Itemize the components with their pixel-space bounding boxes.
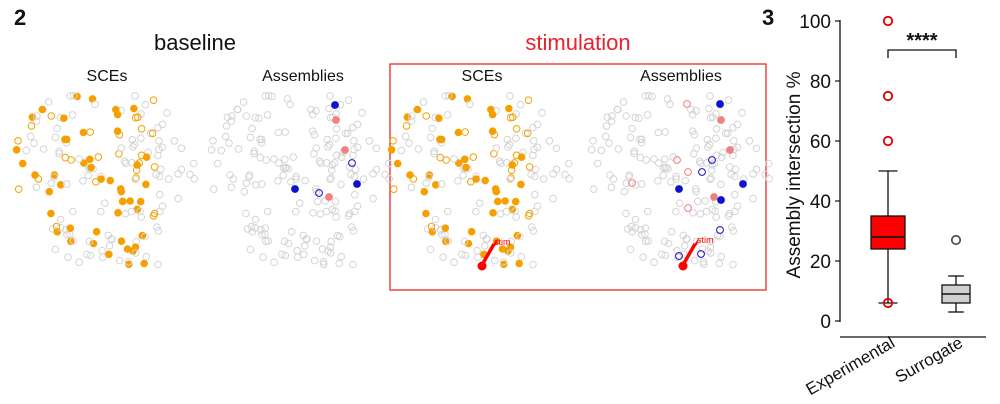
baseline-title: baseline (154, 30, 236, 55)
stim-label-assemblies: stim (697, 235, 714, 245)
box-surrogate: Surrogate (892, 234, 971, 387)
significance-label: **** (906, 30, 937, 52)
y-tick-label: 0 (820, 312, 831, 333)
y-tick-label: 100 (799, 12, 831, 33)
outlier-point (882, 135, 894, 147)
sces-label-stim: SCEs (462, 68, 503, 85)
outlier-point (950, 234, 962, 246)
y-tick-label: 60 (810, 132, 831, 153)
stim-marker-assemblies: stim (678, 235, 714, 271)
cell-map-sces-stimulation (387, 91, 574, 269)
panel-2-label: 2 (14, 5, 26, 30)
x-tick-label: Experimental (803, 333, 898, 399)
y-tick-label: 40 (810, 192, 831, 213)
stim-marker-sces: stim (477, 237, 511, 271)
cell-map-assemblies-baseline (207, 91, 394, 269)
stim-label-sces: stim (494, 237, 511, 247)
sces-label-baseline: SCEs (87, 68, 128, 85)
panel-3-label: 3 (762, 5, 774, 30)
y-axis-label: Assembly intersection % (784, 71, 805, 278)
assemblies-label-stim: Assemblies (640, 68, 722, 85)
significance-bracket: **** (887, 30, 957, 58)
cell-map-assemblies-stimulation (587, 91, 774, 269)
y-tick-label: 20 (810, 252, 831, 273)
assemblies-label-baseline: Assemblies (262, 68, 344, 85)
cell-map-sces-baseline (12, 91, 198, 269)
box-iqr (870, 215, 906, 250)
bracket-line (887, 49, 957, 58)
outlier-point (882, 15, 894, 27)
stimulation-title: stimulation (525, 30, 630, 55)
y-tick-label: 80 (810, 72, 831, 93)
outlier-point (882, 297, 894, 309)
x-tick-label: Surrogate (892, 333, 966, 387)
outlier-point (882, 90, 894, 102)
